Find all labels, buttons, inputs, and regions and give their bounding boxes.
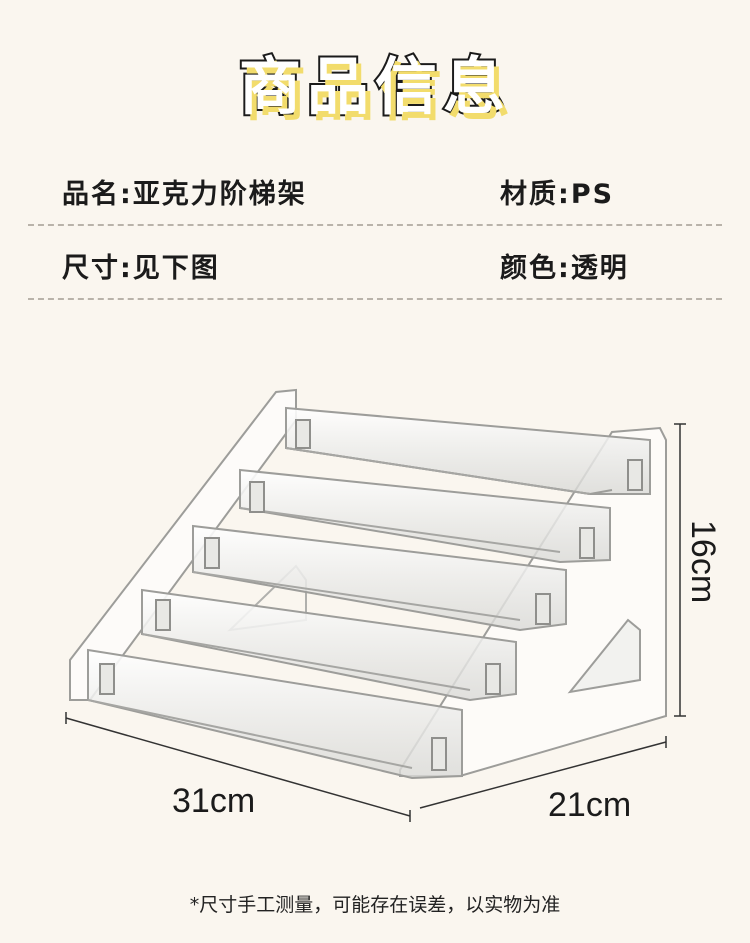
width-dimension: 31cm [172, 782, 256, 820]
material: 材质:PS [500, 172, 614, 211]
page-title: 商品信息 [237, 48, 511, 125]
depth-dimension: 21cm [548, 786, 632, 824]
color-value: 透明 [570, 253, 629, 284]
spec-row-2: 尺寸:见下图 颜色:透明 [0, 246, 750, 286]
product-name-label: 品名: [62, 179, 133, 210]
material-value: PS [570, 179, 615, 210]
divider [28, 224, 722, 226]
divider [28, 298, 722, 300]
measurement-note: *尺寸手工测量，可能存在误差，以实物为准 [189, 894, 561, 916]
acrylic-step-rack-image [65, 388, 686, 822]
height-dimension: 16cm [684, 520, 722, 604]
product-name-value: 亚克力阶梯架 [132, 179, 307, 210]
spec-row-1: 品名:亚克力阶梯架 材质:PS [0, 172, 750, 212]
product-name: 品名:亚克力阶梯架 [62, 172, 307, 211]
material-label: 材质: [500, 179, 571, 210]
size-label: 尺寸: [62, 253, 133, 284]
size: 尺寸:见下图 [62, 246, 220, 285]
color: 颜色:透明 [500, 246, 629, 285]
size-value: 见下图 [132, 253, 220, 284]
color-label: 颜色: [500, 253, 571, 284]
